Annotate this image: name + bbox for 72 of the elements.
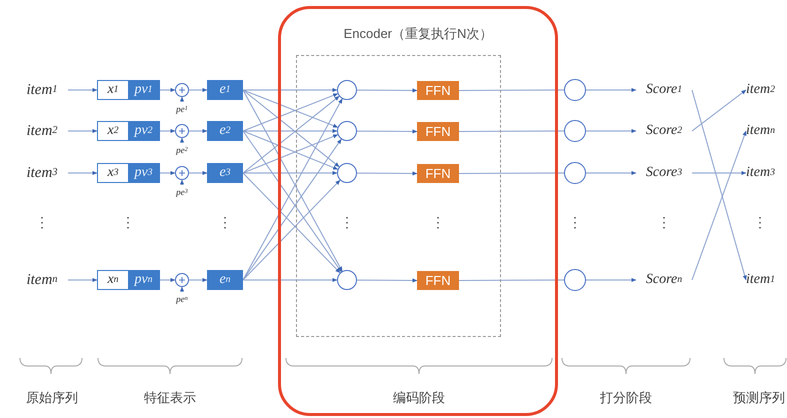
arrow <box>188 88 208 92</box>
arrow <box>692 90 746 132</box>
score-circle <box>564 162 586 184</box>
neuron-circle <box>337 121 357 141</box>
score-circle <box>564 79 586 101</box>
stage-label: 预测序列 <box>733 389 785 407</box>
connector-line <box>458 280 564 281</box>
arrow <box>586 88 636 92</box>
stage-label: 特征表示 <box>144 389 196 407</box>
ffn-box: FFN <box>417 271 459 290</box>
ellipsis: ⋮ <box>35 214 49 230</box>
ellipsis: ⋮ <box>431 214 445 230</box>
neuron-circle <box>337 163 357 183</box>
ellipsis: ⋮ <box>657 214 671 230</box>
feature-box <box>97 80 160 100</box>
arrow <box>180 286 184 292</box>
connector-line <box>458 90 564 91</box>
feature-box <box>97 270 160 290</box>
ellipsis: ⋮ <box>340 214 354 230</box>
stage-label: 原始序列 <box>26 389 78 407</box>
stage-label: 编码阶段 <box>393 389 445 407</box>
ellipsis: ⋮ <box>568 214 582 230</box>
arrow <box>68 128 98 134</box>
arrow <box>160 170 176 176</box>
arrow <box>68 88 98 92</box>
stage-label: 打分阶段 <box>600 389 652 407</box>
adder-circle: + <box>175 124 189 138</box>
arrow <box>160 88 176 92</box>
arrow <box>692 90 747 280</box>
arrow <box>188 128 208 134</box>
arrow <box>242 170 338 176</box>
adder-circle: + <box>175 83 189 97</box>
arrow <box>586 128 636 134</box>
arrow <box>356 171 418 176</box>
score-circle <box>564 269 586 291</box>
arrow <box>356 88 418 93</box>
feature-box <box>97 163 160 183</box>
arrow <box>68 170 98 176</box>
arrow <box>586 278 636 282</box>
arrow <box>692 130 746 280</box>
ffn-box: FFN <box>417 164 459 183</box>
feature-box <box>97 121 160 141</box>
neuron-circle <box>337 80 357 100</box>
arrow <box>68 278 98 282</box>
adder-circle: + <box>175 166 189 180</box>
ffn-box: FFN <box>417 81 459 100</box>
arrow <box>586 170 636 176</box>
arrow <box>188 278 208 282</box>
arrow <box>160 278 176 282</box>
arrow <box>692 170 746 176</box>
neuron-circle <box>337 270 357 290</box>
connector-line <box>458 172 564 174</box>
arrow <box>180 138 184 144</box>
dashed-box <box>296 55 501 337</box>
connector-line <box>458 130 564 132</box>
arrow <box>356 278 418 283</box>
encoder-frame <box>278 6 558 416</box>
arrow <box>160 128 176 134</box>
adder-circle: + <box>175 273 189 287</box>
score-circle <box>564 120 586 142</box>
arrow <box>242 278 338 282</box>
ellipsis: ⋮ <box>218 214 232 230</box>
arrow <box>356 129 418 134</box>
ellipsis: ⋮ <box>121 214 135 230</box>
ellipsis: ⋮ <box>753 214 767 230</box>
arrow <box>180 180 184 186</box>
arrow <box>188 170 208 176</box>
encoder-title: Encoder（重复执行N次） <box>342 25 494 43</box>
ffn-box: FFN <box>417 122 459 141</box>
arrow <box>242 128 338 134</box>
arrow <box>180 96 184 102</box>
arrow <box>242 88 338 92</box>
